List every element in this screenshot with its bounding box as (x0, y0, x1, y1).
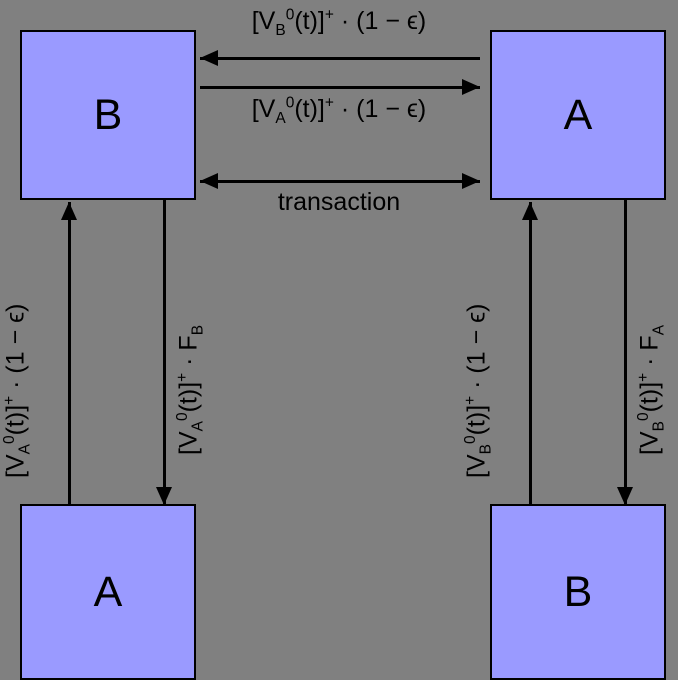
sub-b: B (189, 324, 207, 336)
arrowhead-up-icon (61, 202, 77, 220)
sup-zero: 0 (174, 412, 191, 422)
edge-label-transaction: transaction (0, 190, 678, 215)
edge-label-top: [VB0(t)]+ · (1 − ϵ) (0, 8, 678, 39)
arrow-right-inner-upward (521, 202, 539, 505)
sup-plus: + (635, 372, 652, 382)
arrowhead-down-icon (617, 487, 633, 505)
sub-a: A (16, 444, 34, 455)
arrowhead-left-icon (200, 50, 218, 66)
edge-label-right-outer: [VB0(t)]+ · FA (635, 324, 668, 455)
arrow-shaft (68, 202, 71, 505)
arrow-left-inner-downward (155, 200, 173, 505)
sup-plus: + (324, 95, 334, 112)
node-label-top-left: B (93, 90, 123, 139)
node-label-bottom-right: B (563, 567, 593, 616)
sup-zero: 0 (1, 435, 18, 445)
sup-zero: 0 (462, 435, 479, 445)
arrowhead-right-icon (462, 79, 480, 95)
node-box-top-left[interactable]: B (20, 30, 196, 200)
edge-label-left-outer: [VA0(t)]+ · (1 − ϵ) (1, 303, 34, 478)
arrow-shaft (200, 57, 480, 60)
node-box-top-right[interactable]: A (490, 30, 666, 200)
sup-plus: + (324, 7, 334, 24)
edge-label-left-inner: [VA0(t)]+ · FB (174, 324, 207, 455)
node-box-bottom-left[interactable]: A (20, 504, 196, 680)
sup-zero: 0 (635, 412, 652, 422)
arrowhead-left-icon (200, 173, 218, 189)
arrow-second-rightward (200, 78, 480, 96)
arrow-right-outer-downward (616, 200, 634, 505)
arrow-shaft (529, 202, 532, 505)
edge-label-second-text: [VA0(t)]+ · (1 − ϵ) (251, 95, 427, 128)
sub-b: B (275, 22, 286, 40)
arrow-shaft (200, 180, 480, 183)
arrowhead-up-icon (522, 202, 538, 220)
arrowhead-down-icon (156, 487, 172, 505)
sup-plus: + (174, 372, 191, 382)
arrow-shaft (624, 200, 627, 505)
sup-plus: + (1, 395, 18, 405)
edge-label-right-inner: [VB0(t)]+ · (1 − ϵ) (462, 303, 495, 478)
sub-a: A (275, 110, 286, 128)
sup-plus: + (462, 395, 479, 405)
node-box-bottom-right[interactable]: B (490, 504, 666, 680)
arrow-left-outer-upward (60, 202, 78, 505)
arrowhead-right-icon (462, 173, 480, 189)
arrow-transaction-bidirectional (200, 172, 480, 190)
arrow-shaft (200, 86, 480, 89)
sub-a: A (650, 324, 668, 336)
edge-label-top-text: [VB0(t)]+ · (1 − ϵ) (251, 7, 427, 40)
node-label-top-right: A (563, 90, 593, 139)
sub-b: B (477, 444, 495, 455)
edge-label-transaction-text: transaction (277, 188, 401, 216)
arrow-top-leftward (200, 49, 480, 67)
sub-a: A (189, 421, 207, 432)
sup-zero: 0 (285, 95, 295, 112)
sub-b: B (650, 421, 668, 432)
sup-zero: 0 (285, 7, 295, 24)
edge-label-second: [VA0(t)]+ · (1 − ϵ) (0, 96, 678, 127)
node-label-bottom-left: A (93, 567, 123, 616)
arrow-shaft (163, 200, 166, 505)
